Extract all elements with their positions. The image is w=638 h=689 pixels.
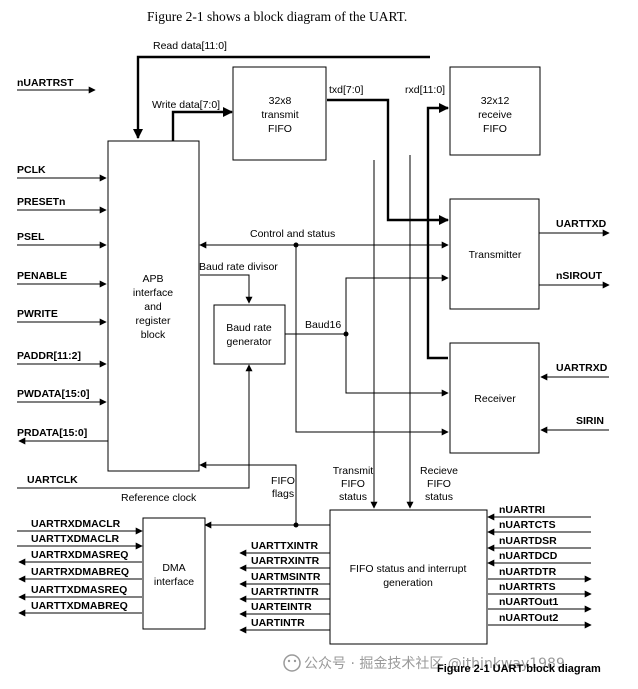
signal-pwrite: PWRITE (17, 308, 58, 320)
tx-fifo-status-line-3: status (339, 491, 367, 503)
figure-intro: Figure 2-1 shows a block diagram of the … (147, 9, 407, 24)
tx-fifo-line-2: transmit (261, 109, 298, 121)
signal-pwdata: PWDATA[15:0] (17, 388, 90, 400)
signal-uarttxintr: UARTTXINTR (251, 540, 318, 552)
fifo-status-line-2: generation (383, 577, 433, 589)
apb-signal-labels: nUARTRST PCLK PRESETn PSEL PENABLE PWRIT… (17, 77, 90, 486)
apb-line-1: APB (142, 273, 163, 285)
rx-fifo-line-3: FIFO (483, 123, 507, 135)
fifo-status-interrupt-block: FIFO status and interrupt generation (329, 509, 488, 645)
rxd-label: rxd[11:0] (405, 84, 445, 96)
signal-uartclk: UARTCLK (27, 474, 78, 486)
signal-nuartrst: nUARTRST (17, 77, 74, 89)
fifo-flags-line-1: FIFO (271, 475, 295, 487)
watermark: 公众号 · 掘金技术社区 @ithinkway1989 (283, 654, 565, 672)
baud-gen-line-1: Baud rate (226, 322, 272, 334)
rx-fifo-line-1: 32x12 (481, 95, 510, 107)
signal-uarttxd: UARTTXD (556, 218, 607, 230)
signal-nuartout1: nUARTOut1 (499, 596, 558, 608)
rx-fifo-status-line-2: FIFO (427, 478, 451, 490)
signal-nuartdtr: nUARTDTR (499, 566, 557, 578)
signal-uarttxdmasreq: UARTTXDMASREQ (31, 584, 127, 596)
signal-penable: PENABLE (17, 270, 67, 282)
signal-uartmsintr: UARTMSINTR (251, 571, 321, 583)
tx-fifo-line-3: FIFO (268, 123, 292, 135)
modem-signal-labels: nUARTRI nUARTCTS nUARTDSR nUARTDCD nUART… (499, 504, 558, 624)
reference-clock-label: Reference clock (121, 492, 197, 504)
signal-nuartout2: nUARTOut2 (499, 612, 558, 624)
wires (17, 55, 610, 634)
signal-uarttxdmaclr: UARTTXDMACLR (31, 533, 119, 545)
transmitter-label: Transmitter (469, 249, 522, 261)
control-status-label: Control and status (250, 228, 335, 240)
tx-fifo-status-line-1: Transmit (333, 465, 374, 477)
dma-signal-labels: UARTRXDMACLR UARTTXDMACLR UARTRXDMASREQ … (31, 518, 129, 612)
apb-line-5: block (141, 329, 166, 341)
fifo-flags-line-2: flags (272, 488, 294, 500)
baud-rate-generator-block: Baud rate generator (213, 304, 286, 365)
signal-presetn: PRESETn (17, 196, 65, 208)
write-data-label: Write data[7:0] (152, 99, 220, 111)
signal-uartintr: UARTINTR (251, 617, 305, 629)
signal-uartrxdmabreq: UARTRXDMABREQ (31, 566, 129, 578)
receiver-block: Receiver (449, 342, 540, 454)
serial-signal-labels: UARTTXD nSIROUT UARTRXD SIRIN (556, 218, 608, 427)
signal-nuartri: nUARTRI (499, 504, 545, 516)
rx-fifo-status-line-3: status (425, 491, 453, 503)
signal-sirin: SIRIN (576, 415, 604, 427)
baud-gen-line-2: generator (227, 336, 272, 348)
signal-paddr: PADDR[11:2] (17, 350, 81, 362)
tx-fifo-block: 32x8 transmit FIFO (232, 66, 327, 161)
wechat-icon (283, 654, 301, 672)
tx-fifo-status-line-2: FIFO (341, 478, 365, 490)
apb-block: APB interface and register block (107, 140, 200, 472)
bus-labels: Read data[11:0] Write data[7:0] txd[7:0]… (121, 40, 458, 504)
signal-uartrxintr: UARTRXINTR (251, 555, 320, 567)
signal-nuartcts: nUARTCTS (499, 519, 556, 531)
signal-nsirout: nSIROUT (556, 270, 603, 282)
signal-uarttxdmabreq: UARTTXDMABREQ (31, 600, 128, 612)
apb-line-4: register (135, 315, 171, 327)
txd-label: txd[7:0] (329, 84, 364, 96)
read-data-label: Read data[11:0] (153, 40, 227, 52)
dma-interface-block: DMA interface (142, 517, 206, 630)
fifo-status-line-1: FIFO status and interrupt (350, 563, 467, 575)
rx-fifo-line-2: receive (478, 109, 512, 121)
signal-uartrtintr: UARTRTINTR (251, 586, 319, 598)
figure-caption: Figure 2-1 UART block diagram (437, 663, 601, 675)
signal-nuartdcd: nUARTDCD (499, 550, 558, 562)
tx-fifo-line-1: 32x8 (269, 95, 292, 107)
apb-line-2: interface (133, 287, 173, 299)
dma-line-2: interface (154, 576, 194, 588)
watermark-text: 公众号 · 掘金技术社区 @ithinkway1989 (304, 656, 565, 672)
signal-uartrxd: UARTRXD (556, 362, 608, 374)
apb-line-3: and (144, 301, 162, 313)
rx-fifo-block: 32x12 receive FIFO (449, 66, 541, 156)
signal-pclk: PCLK (17, 164, 46, 176)
dma-line-1: DMA (162, 562, 185, 574)
signal-prdata: PRDATA[15:0] (17, 427, 87, 439)
signal-uartrxdmasreq: UARTRXDMASREQ (31, 549, 128, 561)
transmitter-block: Transmitter (449, 198, 540, 310)
baud-divisor-label: Baud rate divisor (199, 261, 278, 273)
signal-nuartrts: nUARTRTS (499, 581, 556, 593)
signal-psel: PSEL (17, 231, 45, 243)
baud16-label: Baud16 (305, 319, 341, 331)
signal-nuartdsr: nUARTDSR (499, 535, 557, 547)
interrupt-signal-labels: UARTTXINTR UARTRXINTR UARTMSINTR UARTRTI… (251, 540, 321, 629)
signal-uarteintr: UARTEINTR (251, 601, 312, 613)
rx-fifo-status-line-1: Recieve (420, 465, 458, 477)
signal-uartrxdmaclr: UARTRXDMACLR (31, 518, 121, 530)
receiver-label: Receiver (474, 393, 516, 405)
